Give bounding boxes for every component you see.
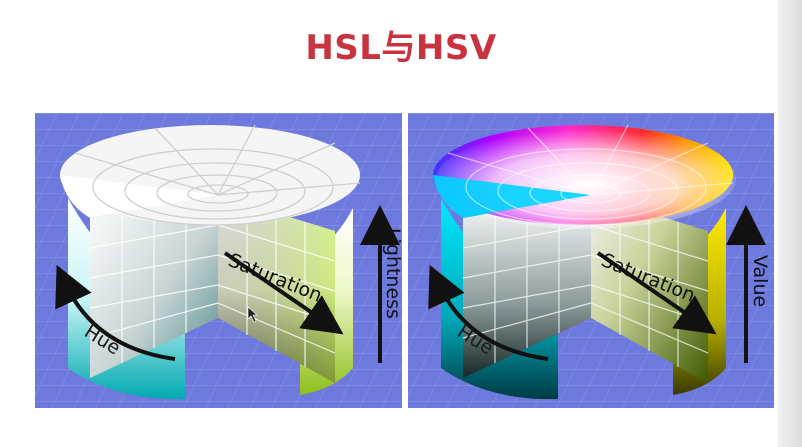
- hsv-top-cutaway: [433, 175, 591, 218]
- hsv-value-label: Value: [749, 255, 771, 307]
- window-edge-shade: [778, 0, 802, 447]
- hsl-lightness-label: Lightness: [382, 228, 402, 319]
- slide-title: HSL与HSV: [305, 28, 497, 68]
- hsv-hue-arrow: [428, 264, 549, 361]
- hsl-cylinder-diagram: Saturation Lightness Hue: [35, 113, 402, 408]
- hsl-top-cutaway: [60, 175, 218, 218]
- hsl-cylinder-panel: Saturation Lightness Hue: [35, 113, 402, 408]
- hsv-saturation-arrow: [596, 251, 717, 335]
- hsl-hue-arrow: [55, 264, 176, 361]
- hsl-cut-face-grid: [89, 201, 336, 367]
- hsl-saturation-arrow: [223, 251, 344, 335]
- hsl-top-rings: [74, 124, 361, 226]
- hsv-cylinder-panel: Saturation Value Hue: [408, 113, 774, 408]
- mouse-pointer-icon: [247, 306, 258, 323]
- hsv-cylinder-diagram: Saturation Value Hue: [408, 113, 774, 408]
- hsv-top-rings: [447, 124, 734, 226]
